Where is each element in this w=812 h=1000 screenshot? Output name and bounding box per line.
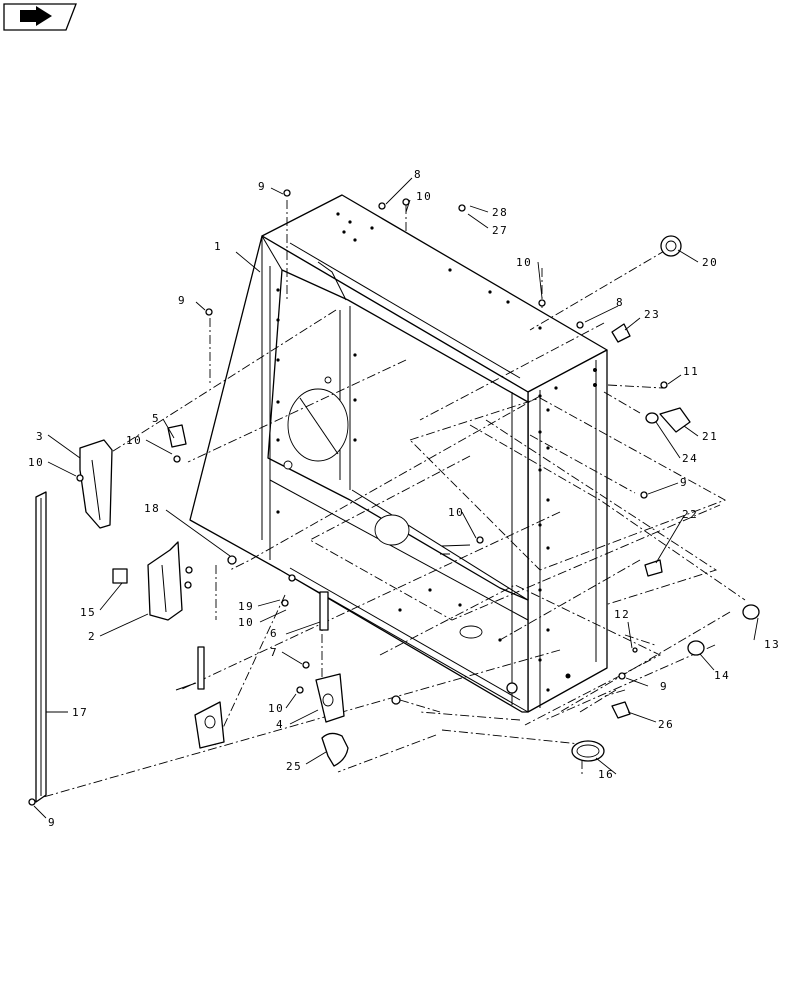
callout-label: 8	[616, 296, 624, 309]
callout-label: 28	[492, 206, 508, 219]
callout-label: 24	[682, 452, 698, 465]
callout-label: 21	[702, 430, 718, 443]
hardware-parts	[28, 189, 760, 806]
callout-label: 9	[660, 680, 668, 693]
callout-label: 15	[80, 606, 96, 619]
callout-label: 10	[268, 702, 284, 715]
callout-label: 10	[448, 506, 464, 519]
callout-label: 10	[516, 256, 532, 269]
callout-label: 10	[238, 616, 254, 629]
callout-label: 10	[28, 456, 44, 469]
callout-label: 23	[644, 308, 660, 321]
callout-label: 9	[258, 180, 266, 193]
callout-label: 9	[178, 294, 186, 307]
callout-label: 7	[270, 646, 278, 659]
arrow-navigation-icon[interactable]	[3, 3, 77, 31]
callout-label: 14	[714, 669, 730, 682]
callout-label: 4	[276, 718, 284, 731]
callout-labels: 1 2 3 4 5 6 7 8 9 10 11 12 13 14 15 16 1…	[28, 168, 780, 829]
assembly-lines	[39, 200, 746, 799]
callout-label: 8	[414, 168, 422, 181]
callout-label: 19	[238, 600, 254, 613]
callout-label: 6	[270, 627, 278, 640]
callout-label: 22	[682, 508, 698, 521]
callout-label: 5	[152, 412, 160, 425]
callout-label: 26	[658, 718, 674, 731]
callout-label: 20	[702, 256, 718, 269]
callout-label: 16	[598, 768, 614, 781]
callout-label: 12	[614, 608, 630, 621]
callout-label: 17	[72, 706, 88, 719]
callout-label: 11	[683, 365, 699, 378]
callout-label: 9	[680, 476, 688, 489]
callout-label: 18	[144, 502, 160, 515]
callout-label: 9	[48, 816, 56, 829]
callout-label: 10	[416, 190, 432, 203]
callout-label: 2	[88, 630, 96, 643]
callout-label: 25	[286, 760, 302, 773]
callout-label: 27	[492, 224, 508, 237]
radiator-frame	[189, 194, 608, 713]
callout-label: 13	[764, 638, 780, 651]
leader-lines	[33, 177, 759, 819]
callout-label: 1	[214, 240, 222, 253]
callout-label: 10	[126, 434, 142, 447]
callout-label: 3	[36, 430, 44, 443]
